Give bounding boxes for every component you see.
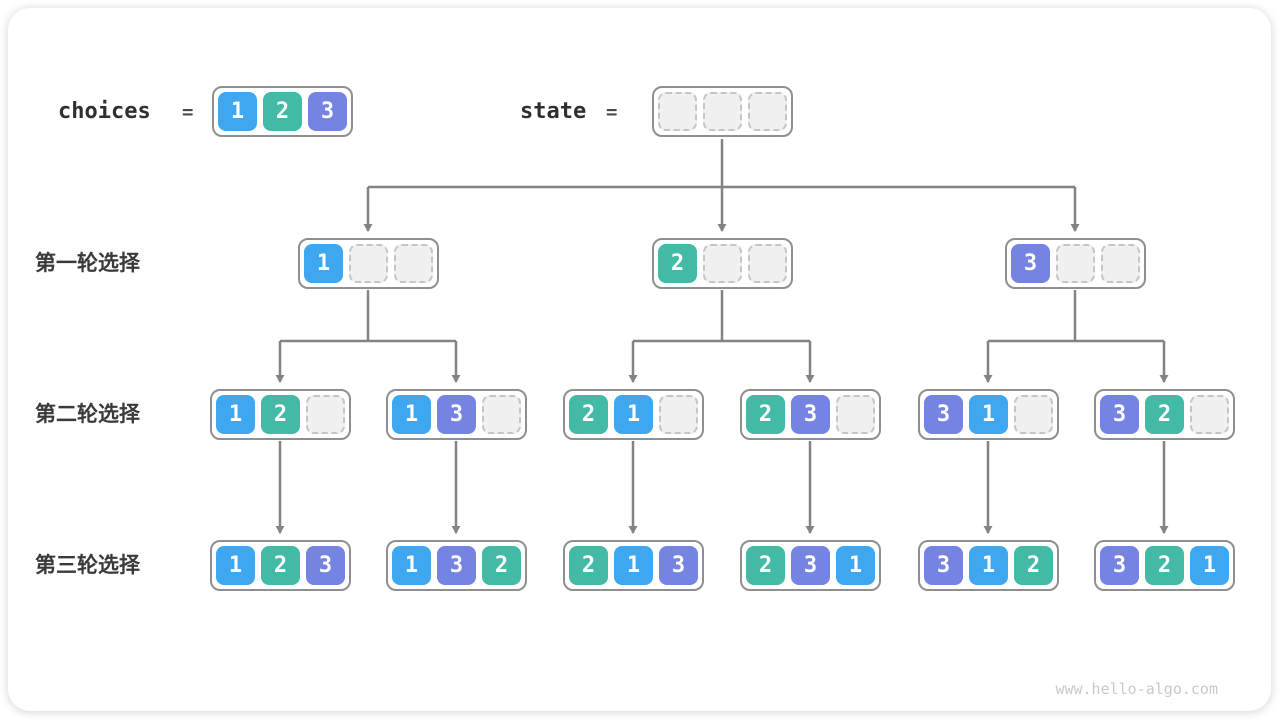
cell-1: 1 xyxy=(836,546,875,585)
cell-1: 1 xyxy=(969,546,1008,585)
cell-3: 3 xyxy=(437,395,476,434)
cell-3: 3 xyxy=(306,546,345,585)
empty-cell xyxy=(836,395,875,434)
cell-3: 3 xyxy=(924,546,963,585)
cell-2: 2 xyxy=(569,546,608,585)
cell-2: 2 xyxy=(746,395,785,434)
cell-2: 2 xyxy=(1145,395,1184,434)
cell-1: 1 xyxy=(392,395,431,434)
cell-3: 3 xyxy=(791,546,830,585)
round-2-label: 第二轮选择 xyxy=(35,402,140,426)
empty-cell xyxy=(394,244,433,283)
cell-2: 2 xyxy=(658,244,697,283)
empty-cell xyxy=(482,395,521,434)
round-1-box-3: 3 xyxy=(1005,238,1146,289)
cell-1: 1 xyxy=(969,395,1008,434)
round-1-box-1: 1 xyxy=(298,238,439,289)
empty-cell xyxy=(1101,244,1140,283)
empty-cell xyxy=(1190,395,1229,434)
state-box xyxy=(652,86,793,137)
cell-2: 2 xyxy=(569,395,608,434)
cell-2: 2 xyxy=(261,395,300,434)
cell-3: 3 xyxy=(1011,244,1050,283)
cell-3: 3 xyxy=(659,546,698,585)
empty-cell xyxy=(748,244,787,283)
round-3-label: 第三轮选择 xyxy=(35,553,140,577)
cell-1: 1 xyxy=(304,244,343,283)
cell-1: 1 xyxy=(614,395,653,434)
cell-3: 3 xyxy=(791,395,830,434)
cell-2: 2 xyxy=(263,92,302,131)
empty-cell xyxy=(658,92,697,131)
watermark: www.hello-algo.com xyxy=(1055,680,1218,698)
cell-1: 1 xyxy=(614,546,653,585)
cell-2: 2 xyxy=(261,546,300,585)
round-1-label: 第一轮选择 xyxy=(35,251,140,275)
cell-1: 1 xyxy=(392,546,431,585)
cell-1: 1 xyxy=(1190,546,1229,585)
choices-equals: = xyxy=(182,101,194,123)
cell-2: 2 xyxy=(746,546,785,585)
choices-label: choices xyxy=(58,99,151,124)
cell-2: 2 xyxy=(1145,546,1184,585)
empty-cell xyxy=(306,395,345,434)
empty-cell xyxy=(659,395,698,434)
empty-cell xyxy=(703,92,742,131)
cell-2: 2 xyxy=(1014,546,1053,585)
cell-2: 2 xyxy=(482,546,521,585)
empty-cell xyxy=(1056,244,1095,283)
empty-cell xyxy=(748,92,787,131)
cell-1: 1 xyxy=(216,395,255,434)
diagram-card xyxy=(8,8,1271,711)
cell-3: 3 xyxy=(437,546,476,585)
empty-cell xyxy=(703,244,742,283)
cell-1: 1 xyxy=(216,546,255,585)
cell-3: 3 xyxy=(308,92,347,131)
cell-1: 1 xyxy=(218,92,257,131)
cell-3: 3 xyxy=(924,395,963,434)
state-label: state xyxy=(520,99,587,124)
cell-3: 3 xyxy=(1100,395,1139,434)
cell-3: 3 xyxy=(1100,546,1139,585)
state-equals: = xyxy=(606,101,618,123)
empty-cell xyxy=(1014,395,1053,434)
empty-cell xyxy=(349,244,388,283)
round-1-box-2: 2 xyxy=(652,238,793,289)
